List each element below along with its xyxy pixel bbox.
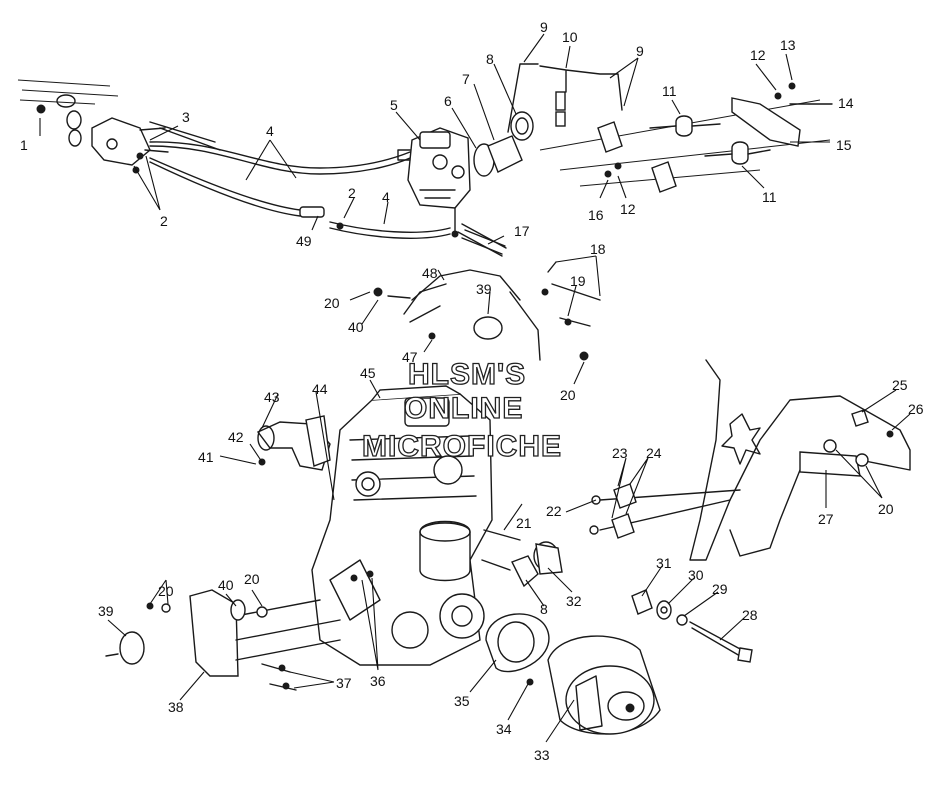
callout-21: 21 <box>516 515 532 531</box>
callout-15: 15 <box>836 137 852 153</box>
drive-clutch <box>547 635 661 735</box>
callout-49: 49 <box>296 233 312 249</box>
callout-31: 31 <box>656 555 672 571</box>
callout-39b: 39 <box>98 603 114 619</box>
callout-18: 18 <box>590 241 606 257</box>
callout-5: 5 <box>390 97 398 113</box>
callout-42: 42 <box>228 429 244 445</box>
callout-36: 36 <box>370 673 386 689</box>
callout-4: 4 <box>266 123 274 139</box>
callout-14: 14 <box>838 95 854 111</box>
callout-1: 1 <box>20 137 28 153</box>
callout-8: 8 <box>486 51 494 67</box>
callout-20c: 20 <box>878 501 894 517</box>
callout-29: 29 <box>712 581 728 597</box>
mounting-bracket <box>105 589 341 691</box>
callout-11: 11 <box>662 83 677 99</box>
callout-35: 35 <box>454 693 470 709</box>
callout-30: 30 <box>688 567 704 583</box>
carburetor <box>397 127 471 238</box>
callout-37: 37 <box>336 675 352 691</box>
callout-8b: 8 <box>540 601 548 617</box>
exhaust-manifold <box>256 415 331 471</box>
callout-17: 17 <box>514 223 530 239</box>
watermark-line-3: MICROFICHE <box>362 430 562 463</box>
chassis-plate <box>689 359 911 561</box>
callout-34: 34 <box>496 721 512 737</box>
callout-39: 39 <box>476 281 492 297</box>
vent-lines <box>507 63 623 133</box>
engine-block <box>311 385 521 666</box>
callout-40: 40 <box>348 319 364 335</box>
callout-22: 22 <box>546 503 562 519</box>
torque-stop-hardware <box>589 483 741 539</box>
callout-45: 45 <box>360 365 376 381</box>
rod-17 <box>461 229 506 255</box>
callout-labels: 1 2 3 4 5 6 7 8 9 10 9 11 12 13 14 15 11… <box>20 19 924 763</box>
callout-47: 47 <box>402 349 418 365</box>
callout-41: 41 <box>198 449 214 465</box>
callout-9b: 9 <box>636 43 644 59</box>
callout-13: 13 <box>780 37 796 53</box>
callout-48: 48 <box>422 265 438 281</box>
watermark-line-2: ONLINE <box>404 392 523 425</box>
recoil-parts <box>485 541 563 686</box>
callout-40b: 40 <box>218 577 234 593</box>
callout-12: 12 <box>750 47 766 63</box>
leader-lines <box>39 33 911 743</box>
callout-19: 19 <box>570 273 586 289</box>
callout-20e: 20 <box>244 571 260 587</box>
callout-20: 20 <box>324 295 340 311</box>
callout-26: 26 <box>908 401 924 417</box>
clutch-bolt-hardware <box>631 589 753 663</box>
callout-11b: 11 <box>762 189 777 205</box>
throttle-bracket-area <box>373 261 601 361</box>
callout-2: 2 <box>160 213 168 229</box>
callout-10: 10 <box>562 29 578 45</box>
callout-9: 9 <box>540 19 548 35</box>
callout-2b: 2 <box>348 185 356 201</box>
watermark-line-1: HLSM'S <box>408 358 526 391</box>
callout-28: 28 <box>742 607 758 623</box>
callout-24: 24 <box>646 445 662 461</box>
callout-43: 43 <box>264 389 280 405</box>
fuel-pump-assembly <box>17 79 451 239</box>
callout-4b: 4 <box>382 189 390 205</box>
callout-16: 16 <box>588 207 604 223</box>
callout-6: 6 <box>444 93 452 109</box>
watermark: HLSM'S ONLINE MICROFICHE <box>361 357 562 463</box>
callout-44: 44 <box>312 381 328 397</box>
intake-boot <box>473 111 534 177</box>
upper-mount-area <box>539 82 833 193</box>
callout-7: 7 <box>462 71 470 87</box>
callout-27: 27 <box>818 511 834 527</box>
callout-12b: 12 <box>620 201 636 217</box>
callout-38: 38 <box>168 699 184 715</box>
callout-3: 3 <box>182 109 190 125</box>
callout-33: 33 <box>534 747 550 763</box>
callout-32: 32 <box>566 593 582 609</box>
callout-23: 23 <box>612 445 628 461</box>
callout-20b: 20 <box>560 387 576 403</box>
callout-20d: 20 <box>158 583 174 599</box>
callout-25: 25 <box>892 377 908 393</box>
